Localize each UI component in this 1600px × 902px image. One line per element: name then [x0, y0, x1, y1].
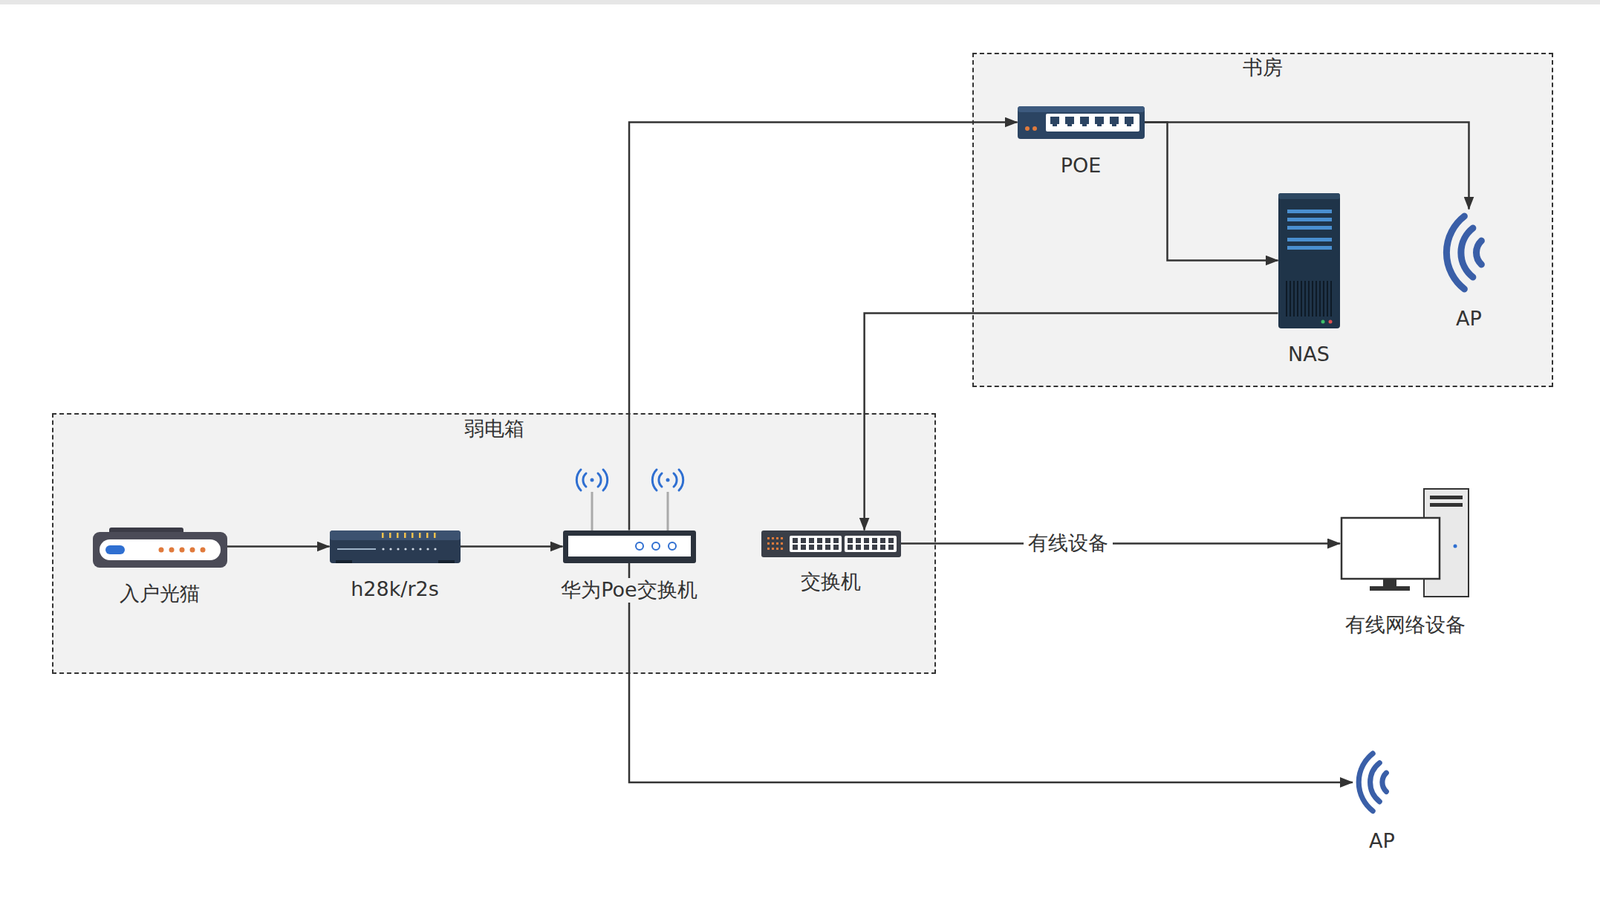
device-label: 入户光猫 — [116, 581, 203, 606]
access-point: AP — [1352, 748, 1412, 817]
nas-server: NAS — [1278, 193, 1341, 329]
switch-icon — [761, 530, 902, 558]
poe-icon — [1017, 106, 1145, 139]
room-region: 书房 POE NAS AP — [972, 52, 1554, 388]
poe-switch-icon — [563, 469, 697, 564]
router-icon — [329, 530, 461, 564]
device-label: 华为Poe交换机 — [557, 577, 700, 602]
modem-icon — [92, 527, 228, 568]
poe-switch: POE — [1017, 106, 1145, 139]
region-title: 弱电箱 — [461, 416, 528, 441]
connector — [901, 542, 1341, 545]
nas-icon — [1278, 193, 1341, 329]
network-switch: 交换机 — [761, 530, 902, 558]
device-label: AP — [1366, 828, 1398, 853]
top-bar — [0, 0, 1600, 5]
region-title: 书房 — [1239, 55, 1286, 80]
region-fill — [51, 412, 936, 674]
region-fill — [972, 52, 1554, 388]
edge-label: 有线设备 — [1023, 531, 1113, 555]
device-label: POE — [1057, 153, 1105, 178]
connector — [864, 312, 1279, 530]
device-label: 交换机 — [797, 569, 864, 594]
connector — [1144, 122, 1470, 210]
device-label: NAS — [1285, 342, 1333, 367]
cabinet-region: 弱电箱入户光猫h28k/r2s华为Poe交换机交换机 — [51, 412, 936, 674]
wired-device: 有线网络设备 — [1340, 488, 1471, 598]
access-point: AP — [1438, 209, 1500, 296]
device-label: h28k/r2s — [347, 577, 442, 601]
poe-switch: 华为Poe交换机 — [563, 530, 697, 564]
soft-router: h28k/r2s — [329, 530, 461, 564]
ap-icon — [1358, 753, 1387, 811]
ap-icon — [1446, 216, 1482, 289]
device-label: AP — [1452, 306, 1485, 331]
connector — [227, 545, 330, 548]
connector — [629, 122, 1018, 531]
connector — [460, 545, 564, 548]
connector — [1144, 122, 1279, 261]
pc-icon — [1341, 488, 1469, 597]
device-label: 有线网络设备 — [1342, 612, 1469, 637]
optical-modem: 入户光猫 — [92, 527, 228, 568]
